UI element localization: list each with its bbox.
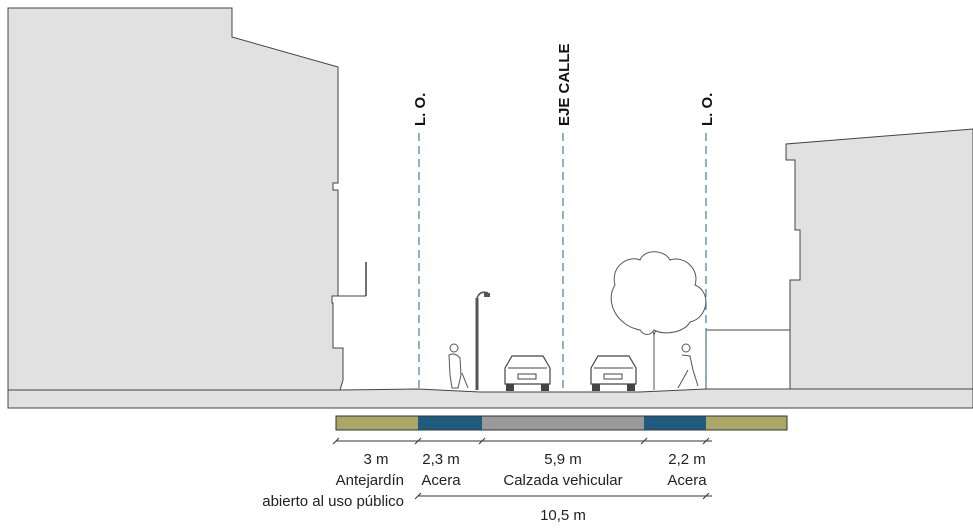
antejardin-label-2: abierto al uso público <box>262 493 404 510</box>
antejardin-label-1: Antejardín <box>336 472 404 489</box>
band-antejardin-right <box>706 416 787 430</box>
left-building <box>7 7 344 391</box>
band-outline <box>335 415 788 431</box>
total-tick-left <box>414 492 422 500</box>
lo-right-label: L. O. <box>699 93 716 126</box>
band-acera-right <box>644 416 706 430</box>
tree-icon <box>610 251 707 390</box>
band-antejardin-left <box>336 416 418 430</box>
acera-right-label: Acera <box>667 472 707 489</box>
calzada-label: Calzada vehicular <box>503 472 622 489</box>
pedestrian-icon <box>677 343 699 389</box>
calzada-width: 5,9 m <box>544 451 582 468</box>
pedestrian-icon <box>448 343 469 389</box>
acera-left-width: 2,3 m <box>422 451 460 468</box>
right-building <box>785 128 973 390</box>
antejardin-width: 3 m <box>363 451 388 468</box>
band-acera-left <box>418 416 482 430</box>
acera-left-label: Acera <box>421 472 461 489</box>
lo-left-label: L. O. <box>412 93 429 126</box>
street-lamp-icon <box>475 291 490 390</box>
total-tick-right <box>702 492 710 500</box>
total-width: 10,5 m <box>540 507 586 524</box>
car-icon <box>504 355 551 391</box>
car-icon <box>590 355 637 391</box>
ground <box>7 388 973 409</box>
dimension-ticks <box>332 437 710 445</box>
band-calzada <box>482 416 644 430</box>
right-fence <box>705 329 791 390</box>
acera-right-width: 2,2 m <box>668 451 706 468</box>
eje-calle-label: EJE CALLE <box>556 43 573 126</box>
